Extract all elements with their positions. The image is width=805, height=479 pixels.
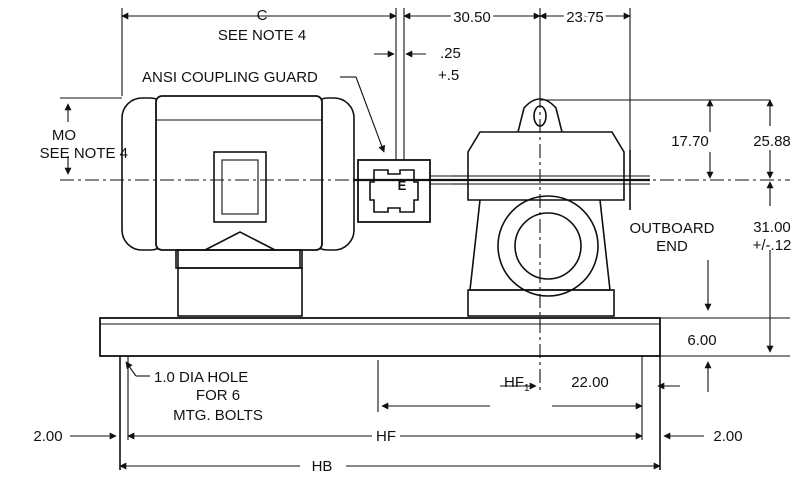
motor-base-block: [177, 267, 303, 317]
motor-body: [155, 95, 323, 251]
label-coupling-guard: ANSI COUPLING GUARD: [142, 69, 318, 86]
label-end: END: [656, 238, 688, 255]
pump-impeller-outer: [497, 195, 599, 297]
dim-23-75: 23.75: [566, 9, 604, 26]
dim-30-50: 30.50: [453, 9, 491, 26]
label-hole-2: FOR 6: [196, 387, 240, 404]
label-hole-1: 1.0 DIA HOLE: [154, 369, 248, 386]
dim-plus5: +.5: [438, 67, 459, 84]
motor-junction-box: [213, 151, 267, 223]
dim-2-00-left: 2.00: [33, 428, 62, 445]
pump-support: [467, 289, 615, 317]
dim-025: .25: [440, 45, 461, 62]
dim-2-00-right: 2.00: [713, 428, 742, 445]
dim-hb: HB: [312, 458, 333, 475]
pump: [452, 98, 770, 317]
dim-25-88: 25.88: [753, 133, 791, 150]
dim-22-00: 22.00: [571, 374, 609, 391]
base-plate: [99, 317, 661, 470]
motor: [121, 95, 355, 317]
dim-hf1-sub: 1: [524, 383, 530, 394]
dim-hf1-main: HF: [504, 374, 524, 391]
dim-tol-12: +/-.12: [753, 237, 792, 254]
motor-pedestal: [175, 249, 303, 269]
coupling-mark: E: [398, 178, 407, 193]
pump-upper-casing: [467, 131, 625, 201]
motor-foot: [177, 231, 301, 268]
pump-impeller-inner: [514, 212, 582, 280]
dim-17-70: 17.70: [671, 133, 709, 150]
dim-mo: MO: [52, 127, 76, 144]
dim-mo-note: SEE NOTE 4: [40, 145, 128, 162]
dim-hf: HF: [376, 428, 396, 445]
dim-6-00: 6.00: [687, 332, 716, 349]
label-outboard: OUTBOARD: [629, 220, 714, 237]
dim-hf1-label: HF1: [504, 374, 530, 394]
coupling-guard: E: [357, 159, 431, 223]
dim-31-00: 31.00: [753, 219, 791, 236]
label-hole-3: MTG. BOLTS: [173, 407, 263, 424]
dim-c: C: [257, 7, 268, 24]
dim-c-note: SEE NOTE 4: [218, 27, 306, 44]
